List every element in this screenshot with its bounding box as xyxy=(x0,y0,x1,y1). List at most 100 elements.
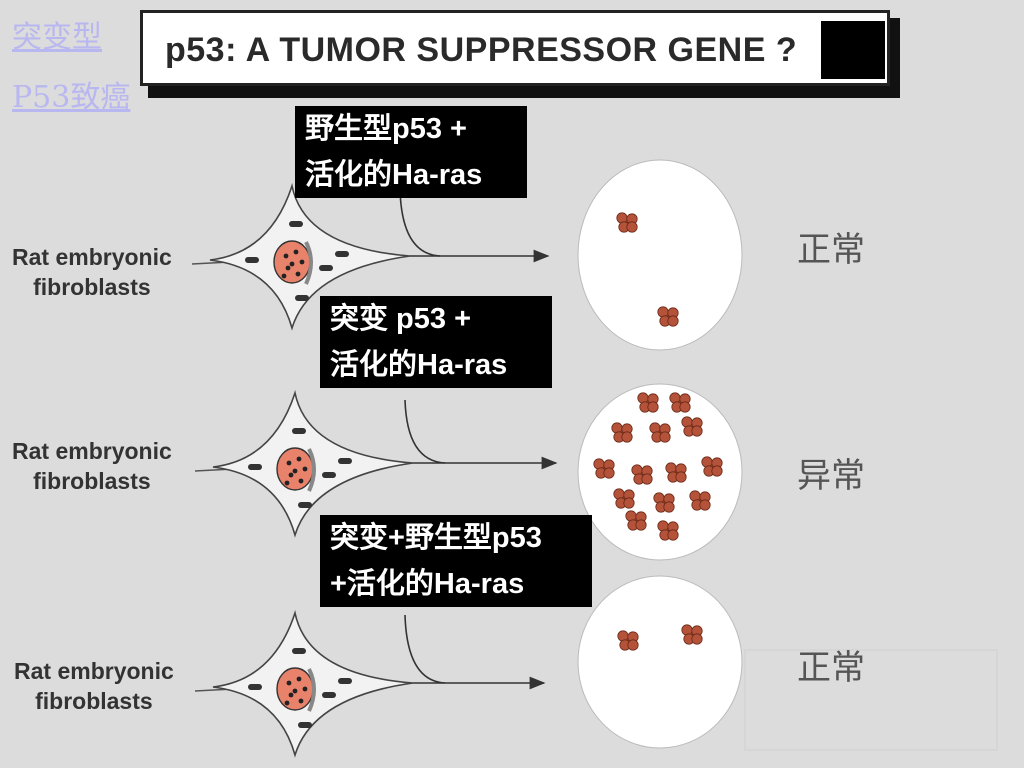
organelle xyxy=(338,458,352,464)
chromatin-dot xyxy=(284,700,290,706)
nav-link-mutant[interactable]: 突变型 xyxy=(12,20,102,55)
title-black-block xyxy=(821,21,885,79)
chromatin-dot xyxy=(293,249,299,255)
condition-label-line1: 突变+野生型p53 xyxy=(330,522,542,554)
colony-cell xyxy=(616,212,628,224)
colony-cell xyxy=(667,315,679,327)
cell-label-row3: Rat embryonic fibroblasts xyxy=(14,656,174,716)
chromatin-dot xyxy=(302,466,308,472)
chromatin-dot xyxy=(296,676,302,682)
colony-cell xyxy=(603,467,615,479)
colony-cell xyxy=(631,464,643,476)
chromatin-dot xyxy=(286,460,292,466)
cell-label-line1: Rat embryonic xyxy=(12,438,172,464)
chromatin-dot xyxy=(292,688,298,694)
title-box: p53: A TUMOR SUPPRESSOR GENE ? xyxy=(140,10,890,86)
condition-label-line1: 突变 p53 + xyxy=(330,303,472,335)
colony-cell xyxy=(611,422,623,434)
result-label-row2: 异常 xyxy=(797,456,865,496)
colony-cell xyxy=(659,431,671,443)
colony-cell xyxy=(626,221,638,233)
colony-cell xyxy=(689,490,701,502)
chromatin-dot xyxy=(284,480,290,486)
nucleus-membrane xyxy=(304,241,313,285)
transfection-line xyxy=(404,614,446,684)
colony-cell xyxy=(637,392,649,404)
colony-cell xyxy=(621,431,633,443)
cell-label-line2: fibroblasts xyxy=(33,468,151,494)
cell-label-row1: Rat embryonic fibroblasts xyxy=(12,242,172,302)
condition-label-mixed: 突变+野生型p53 +活化的Ha-ras xyxy=(320,515,592,607)
chromatin-dot xyxy=(281,273,287,279)
organelle xyxy=(248,684,262,690)
organelle xyxy=(292,428,306,434)
chromatin-dot xyxy=(296,456,302,462)
organelle xyxy=(248,464,262,470)
experiment-row-3 xyxy=(194,575,743,758)
colony-cell xyxy=(593,458,605,470)
colony-cell xyxy=(623,497,635,509)
page-title: p53: A TUMOR SUPPRESSOR GENE ? xyxy=(165,31,798,69)
organelle xyxy=(245,257,259,263)
colony-cell xyxy=(711,465,723,477)
transfection-line xyxy=(404,399,446,464)
organelle xyxy=(319,265,333,271)
result-label-row1: 正常 xyxy=(797,230,865,270)
result-label-row3: 正常 xyxy=(797,648,865,688)
organelle xyxy=(322,472,336,478)
organelle xyxy=(298,722,312,728)
colony-cell xyxy=(635,519,647,531)
cell-colony xyxy=(649,422,671,443)
cell-colony xyxy=(625,510,647,531)
colony-cell xyxy=(613,488,625,500)
cell-colony xyxy=(617,630,639,651)
chromatin-dot xyxy=(285,265,291,271)
colony-cell xyxy=(657,520,669,532)
colony-cell xyxy=(691,425,703,437)
colony-cell xyxy=(617,630,629,642)
chromatin-dot xyxy=(286,680,292,686)
condition-label-line2: 活化的Ha-ras xyxy=(305,159,483,191)
chromatin-dot xyxy=(295,271,301,277)
nav-link-p53-cancer[interactable]: P53致癌 xyxy=(12,80,131,115)
chromatin-dot xyxy=(298,478,304,484)
organelle xyxy=(289,221,303,227)
cell-colony xyxy=(681,624,703,645)
organelle xyxy=(335,251,349,257)
colony-cell xyxy=(681,624,693,636)
chromatin-dot xyxy=(283,253,289,259)
organelle xyxy=(322,692,336,698)
colony-cell xyxy=(699,499,711,511)
cell-colony xyxy=(613,488,635,509)
experiment-row-1 xyxy=(191,159,743,351)
colony-cell xyxy=(681,416,693,428)
chromatin-dot xyxy=(302,686,308,692)
cell-colony xyxy=(653,492,675,513)
organelle xyxy=(338,678,352,684)
chromatin-dot xyxy=(292,468,298,474)
cell-colony xyxy=(681,416,703,437)
transfection-line xyxy=(399,189,441,257)
culture-dish xyxy=(577,159,743,351)
condition-label-line2: 活化的Ha-ras xyxy=(330,349,508,381)
cell-colony xyxy=(657,306,679,327)
colony-cell xyxy=(653,492,665,504)
chromatin-dot xyxy=(288,692,294,698)
colony-cell xyxy=(649,422,661,434)
cell-label-line2: fibroblasts xyxy=(33,274,151,300)
faint-frame xyxy=(744,649,998,751)
condition-label-mutant: 突变 p53 + 活化的Ha-ras xyxy=(320,296,552,388)
cell-colony xyxy=(689,490,711,511)
colony-cell xyxy=(669,392,681,404)
culture-dish xyxy=(577,575,743,749)
chromatin-dot xyxy=(288,472,294,478)
organelle xyxy=(292,648,306,654)
cell-colony xyxy=(611,422,633,443)
chromatin-dot xyxy=(289,261,295,267)
cell-colony xyxy=(665,462,687,483)
cell-label-line1: Rat embryonic xyxy=(12,244,172,270)
organelle xyxy=(298,502,312,508)
cell-label-row2: Rat embryonic fibroblasts xyxy=(12,436,172,496)
nucleus-membrane xyxy=(307,448,316,492)
cell-colony xyxy=(637,392,659,413)
